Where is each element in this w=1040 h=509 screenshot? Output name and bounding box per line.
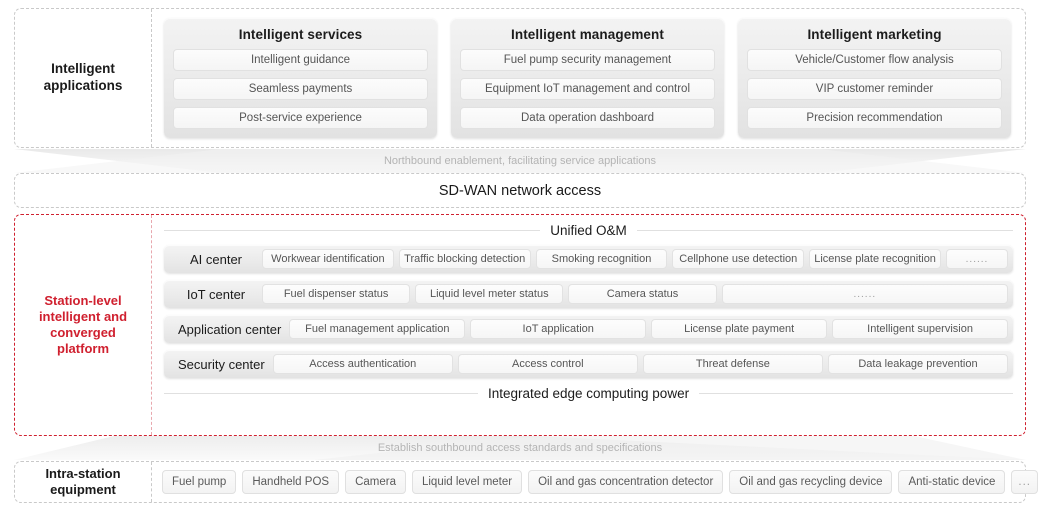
southbound-connector: Establish southbound access standards an… [14,436,1026,460]
more-chip[interactable]: ...... [945,249,1008,269]
equipment-chip[interactable]: Liquid level meter [411,470,523,494]
capability-chip[interactable]: Cellphone use detection [672,249,805,269]
equipment-chip[interactable]: Oil and gas recycling device [729,470,893,494]
capability-chip[interactable]: License plate payment [651,319,828,339]
app-item[interactable]: Precision recommendation [747,107,1002,129]
app-item[interactable]: Fuel pump security management [460,49,715,71]
capability-chip[interactable]: Threat defense [642,354,823,374]
more-chip[interactable]: ... [1011,470,1038,494]
platform-row-iot-center: IoT center Fuel dispenser status Liquid … [164,280,1013,308]
app-card-intelligent-management: Intelligent management Fuel pump securit… [451,18,724,138]
equipment-chip[interactable]: Handheld POS [242,470,340,494]
capability-chip[interactable]: Traffic blocking detection [398,249,531,269]
northbound-connector-text: Northbound enablement, facilitating serv… [383,155,657,167]
funnel-shape-icon [14,149,1026,173]
capability-chip[interactable]: Data leakage prevention [827,354,1009,374]
platform-row-application-center: Application center Fuel management appli… [164,315,1013,343]
app-item[interactable]: Equipment IoT management and control [460,78,715,100]
app-card-title: Intelligent services [238,27,363,42]
capability-chip[interactable]: Camera status [568,284,717,304]
equipment-chip[interactable]: Oil and gas concentration detector [528,470,724,494]
equipment-chip[interactable]: Camera [345,470,406,494]
layer-sdwan-network-access: SD-WAN network access [14,173,1026,208]
app-item[interactable]: Data operation dashboard [460,107,715,129]
chip-group: Fuel management application IoT applicat… [289,319,1009,339]
capability-chip[interactable]: Intelligent supervision [832,319,1009,339]
unified-oam-title: Unified O&M [164,223,1013,238]
northbound-connector: Northbound enablement, facilitating serv… [14,149,1026,173]
capability-chip[interactable]: Workwear identification [262,249,394,269]
app-card-title: Intelligent management [511,27,664,42]
app-card-title: Intelligent marketing [807,27,942,42]
capability-chip[interactable]: Fuel management application [289,319,466,339]
app-item[interactable]: VIP customer reminder [747,78,1002,100]
application-cards-container: Intelligent services Intelligent guidanc… [152,9,1025,147]
chip-group: Workwear identification Traffic blocking… [262,249,1008,269]
app-card-intelligent-services: Intelligent services Intelligent guidanc… [164,18,437,138]
capability-chip[interactable]: License plate recognition [809,249,941,269]
capability-chip[interactable]: Liquid level meter status [415,284,564,304]
capability-chip[interactable]: Fuel dispenser status [262,284,411,304]
app-item[interactable]: Intelligent guidance [173,49,428,71]
southbound-connector-text: Establish southbound access standards an… [377,442,663,454]
platform-content: Unified O&M AI center Workwear identific… [152,215,1025,435]
app-item[interactable]: Post-service experience [173,107,428,129]
capability-chip[interactable]: Access control [457,354,638,374]
capability-chip[interactable]: Smoking recognition [535,249,668,269]
capability-chip[interactable]: Access authentication [272,354,453,374]
equipment-chip-group: Fuel pump Handheld POS Camera Liquid lev… [152,462,1038,502]
center-name: AI center [189,251,243,267]
integrated-edge-computing-title: Integrated edge computing power [164,386,1013,401]
center-name: Application center [178,321,282,337]
app-item[interactable]: Vehicle/Customer flow analysis [747,49,1002,71]
app-item[interactable]: Seamless payments [173,78,428,100]
equipment-chip[interactable]: Anti-static device [898,470,1006,494]
sdwan-label: SD-WAN network access [438,182,602,199]
center-name: Security center [178,356,265,372]
platform-row-ai-center: AI center Workwear identification Traffi… [164,245,1013,273]
platform-row-security-center: Security center Access authentication Ac… [164,350,1013,378]
chip-group: Access authentication Access control Thr… [272,354,1009,374]
more-chip[interactable]: ...... [721,284,1009,304]
capability-chip[interactable]: IoT application [470,319,647,339]
funnel-shape-icon [14,436,1026,460]
chip-group: Fuel dispenser status Liquid level meter… [262,284,1009,304]
app-card-intelligent-marketing: Intelligent marketing Vehicle/Customer f… [738,18,1011,138]
equipment-chip[interactable]: Fuel pump [162,470,237,494]
center-name: IoT center [186,286,246,302]
